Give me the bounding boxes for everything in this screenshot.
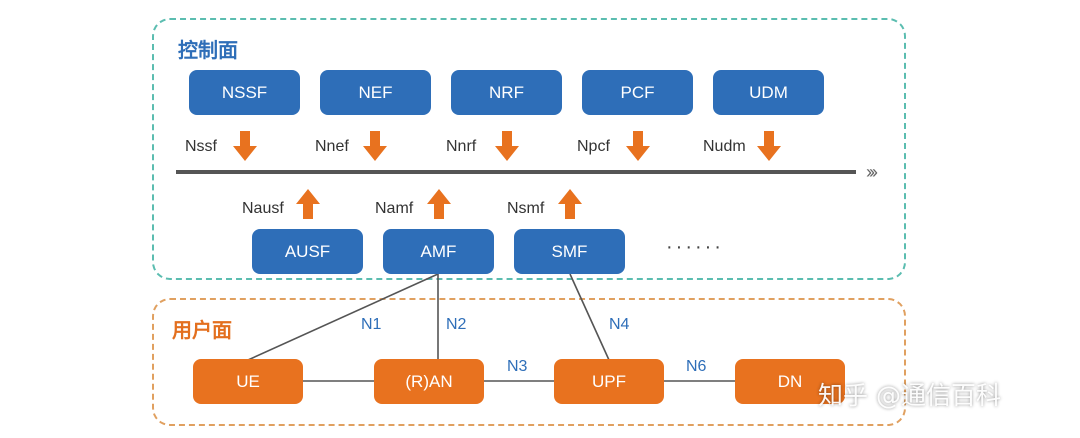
- link-label-n4: N4: [609, 316, 630, 333]
- arrow-down-icon: [233, 131, 257, 161]
- interface-label-nnef: Nnef: [315, 138, 349, 155]
- interface-label-nudm: Nudm: [703, 138, 746, 155]
- arrow-down-icon: [363, 131, 387, 161]
- interface-label-namf: Namf: [375, 200, 414, 217]
- nf-box-ausf: AUSF: [252, 229, 363, 274]
- nf-box-nrf: NRF: [451, 70, 562, 115]
- link-label-n6: N6: [686, 358, 707, 375]
- link-label-n1: N1: [361, 316, 382, 333]
- nf-box-amf: AMF: [383, 229, 494, 274]
- nf-box-nef: NEF: [320, 70, 431, 115]
- nf-box-smf: SMF: [514, 229, 625, 274]
- arrow-up-icon: [296, 189, 320, 219]
- more-functions-ellipsis: ······: [666, 236, 724, 258]
- node-box-ue: UE: [193, 359, 303, 404]
- control-plane-title: 控制面: [178, 38, 238, 62]
- arrow-up-icon: [558, 189, 582, 219]
- interface-label-nausf: Nausf: [242, 200, 284, 217]
- node-box-upf: UPF: [554, 359, 664, 404]
- interface-label-nssf: Nssf: [185, 138, 217, 155]
- watermark: 知乎 @通信百科: [818, 381, 1001, 410]
- nf-box-nssf: NSSF: [189, 70, 300, 115]
- interface-label-nsmf: Nsmf: [507, 200, 545, 217]
- arrow-down-icon: [757, 131, 781, 161]
- n1-link: [247, 273, 439, 361]
- arrow-up-icon: [427, 189, 451, 219]
- service-bus: [176, 170, 856, 174]
- user-plane-region: [152, 298, 906, 426]
- interface-label-nnrf: Nnrf: [446, 138, 477, 155]
- node-box-dn: DN: [735, 359, 845, 404]
- nf-box-pcf: PCF: [582, 70, 693, 115]
- interface-label-npcf: Npcf: [577, 138, 610, 155]
- arrow-down-icon: [626, 131, 650, 161]
- arrow-down-icon: [495, 131, 519, 161]
- link-label-n2: N2: [446, 316, 467, 333]
- bus-continuation-icon: ›››: [866, 162, 878, 182]
- nf-box-udm: UDM: [713, 70, 824, 115]
- n4-link: [569, 273, 610, 361]
- link-label-n3: N3: [507, 358, 528, 375]
- node-box-ran: (R)AN: [374, 359, 484, 404]
- control-plane-region: [152, 18, 906, 280]
- user-plane-title: 用户面: [172, 318, 232, 342]
